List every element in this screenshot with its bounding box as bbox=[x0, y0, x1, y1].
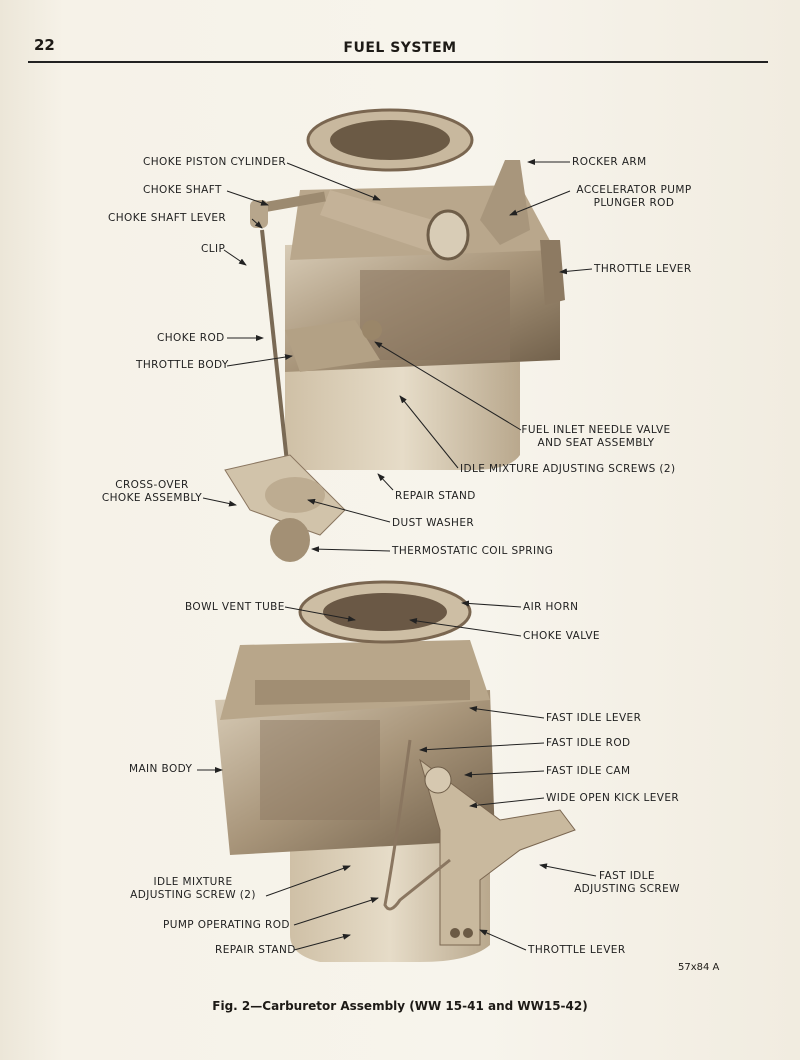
label-throttle-lever-bottom: THROTTLE LEVER bbox=[528, 944, 626, 956]
label-idle-mixture-adjusting-screws: IDLE MIXTURE ADJUSTING SCREWS (2) bbox=[460, 463, 676, 475]
bottom-carburetor-drawing bbox=[215, 580, 576, 962]
label-line: PLUNGER ROD bbox=[593, 197, 675, 209]
label-line: CROSS-OVER bbox=[115, 479, 189, 491]
header-rule bbox=[28, 61, 768, 63]
page-number: 22 bbox=[34, 36, 55, 54]
label-fast-idle-rod: FAST IDLE ROD bbox=[546, 737, 631, 749]
label-pump-operating-rod: PUMP OPERATING ROD bbox=[163, 919, 290, 931]
top-carburetor-drawing bbox=[224, 108, 565, 562]
label-dust-washer: DUST WASHER bbox=[392, 517, 475, 529]
section-title: FUEL SYSTEM bbox=[343, 40, 457, 56]
figure-code: 57x84 A bbox=[678, 962, 720, 973]
label-throttle-body: THROTTLE BODY bbox=[136, 359, 229, 371]
label-fast-idle-adjusting-screw: FAST IDLE ADJUSTING SCREW bbox=[572, 870, 682, 896]
label-line: IDLE MIXTURE bbox=[153, 876, 233, 888]
label-choke-rod: CHOKE ROD bbox=[157, 332, 225, 344]
label-line: FUEL INLET NEEDLE VALVE bbox=[521, 424, 671, 436]
label-fuel-inlet-needle-valve: FUEL INLET NEEDLE VALVE AND SEAT ASSEMBL… bbox=[521, 424, 671, 450]
label-fast-idle-cam: FAST IDLE CAM bbox=[546, 765, 631, 777]
label-cross-over-choke-assembly: CROSS-OVER CHOKE ASSEMBLY bbox=[100, 479, 204, 505]
label-clip: CLIP bbox=[201, 243, 226, 255]
label-wide-open-kick-lever: WIDE OPEN KICK LEVER bbox=[546, 792, 680, 804]
label-rocker-arm: ROCKER ARM bbox=[572, 156, 647, 168]
label-choke-piston-cylinder: CHOKE PISTON CYLINDER bbox=[143, 156, 287, 168]
label-repair-stand-bottom: REPAIR STAND bbox=[215, 944, 296, 956]
label-idle-mixture-adjusting-screw: IDLE MIXTURE ADJUSTING SCREW (2) bbox=[120, 876, 266, 902]
label-line: FAST IDLE bbox=[599, 870, 655, 882]
leader-lines bbox=[197, 159, 597, 951]
label-thermostatic-coil-spring: THERMOSTATIC COIL SPRING bbox=[392, 545, 554, 557]
label-line: ADJUSTING SCREW (2) bbox=[130, 889, 256, 901]
label-line: ADJUSTING SCREW bbox=[574, 883, 680, 895]
label-choke-shaft-lever: CHOKE SHAFT LEVER bbox=[108, 212, 227, 224]
label-line: CHOKE ASSEMBLY bbox=[101, 492, 203, 504]
label-choke-valve: CHOKE VALVE bbox=[523, 630, 600, 642]
label-air-horn: AIR HORN bbox=[523, 601, 579, 613]
label-line: ACCELERATOR PUMP bbox=[576, 184, 692, 196]
label-repair-stand: REPAIR STAND bbox=[395, 490, 476, 502]
figure-caption: Fig. 2—Carburetor Assembly (WW 15-41 and… bbox=[212, 999, 588, 1013]
label-accelerator-pump-plunger-rod: ACCELERATOR PUMP PLUNGER ROD bbox=[570, 184, 698, 210]
label-bowl-vent-tube: BOWL VENT TUBE bbox=[185, 601, 285, 613]
label-choke-shaft: CHOKE SHAFT bbox=[143, 184, 222, 196]
label-line: AND SEAT ASSEMBLY bbox=[537, 437, 655, 449]
label-throttle-lever: THROTTLE LEVER bbox=[594, 263, 692, 275]
label-fast-idle-lever: FAST IDLE LEVER bbox=[546, 712, 642, 724]
label-main-body: MAIN BODY bbox=[129, 763, 193, 775]
